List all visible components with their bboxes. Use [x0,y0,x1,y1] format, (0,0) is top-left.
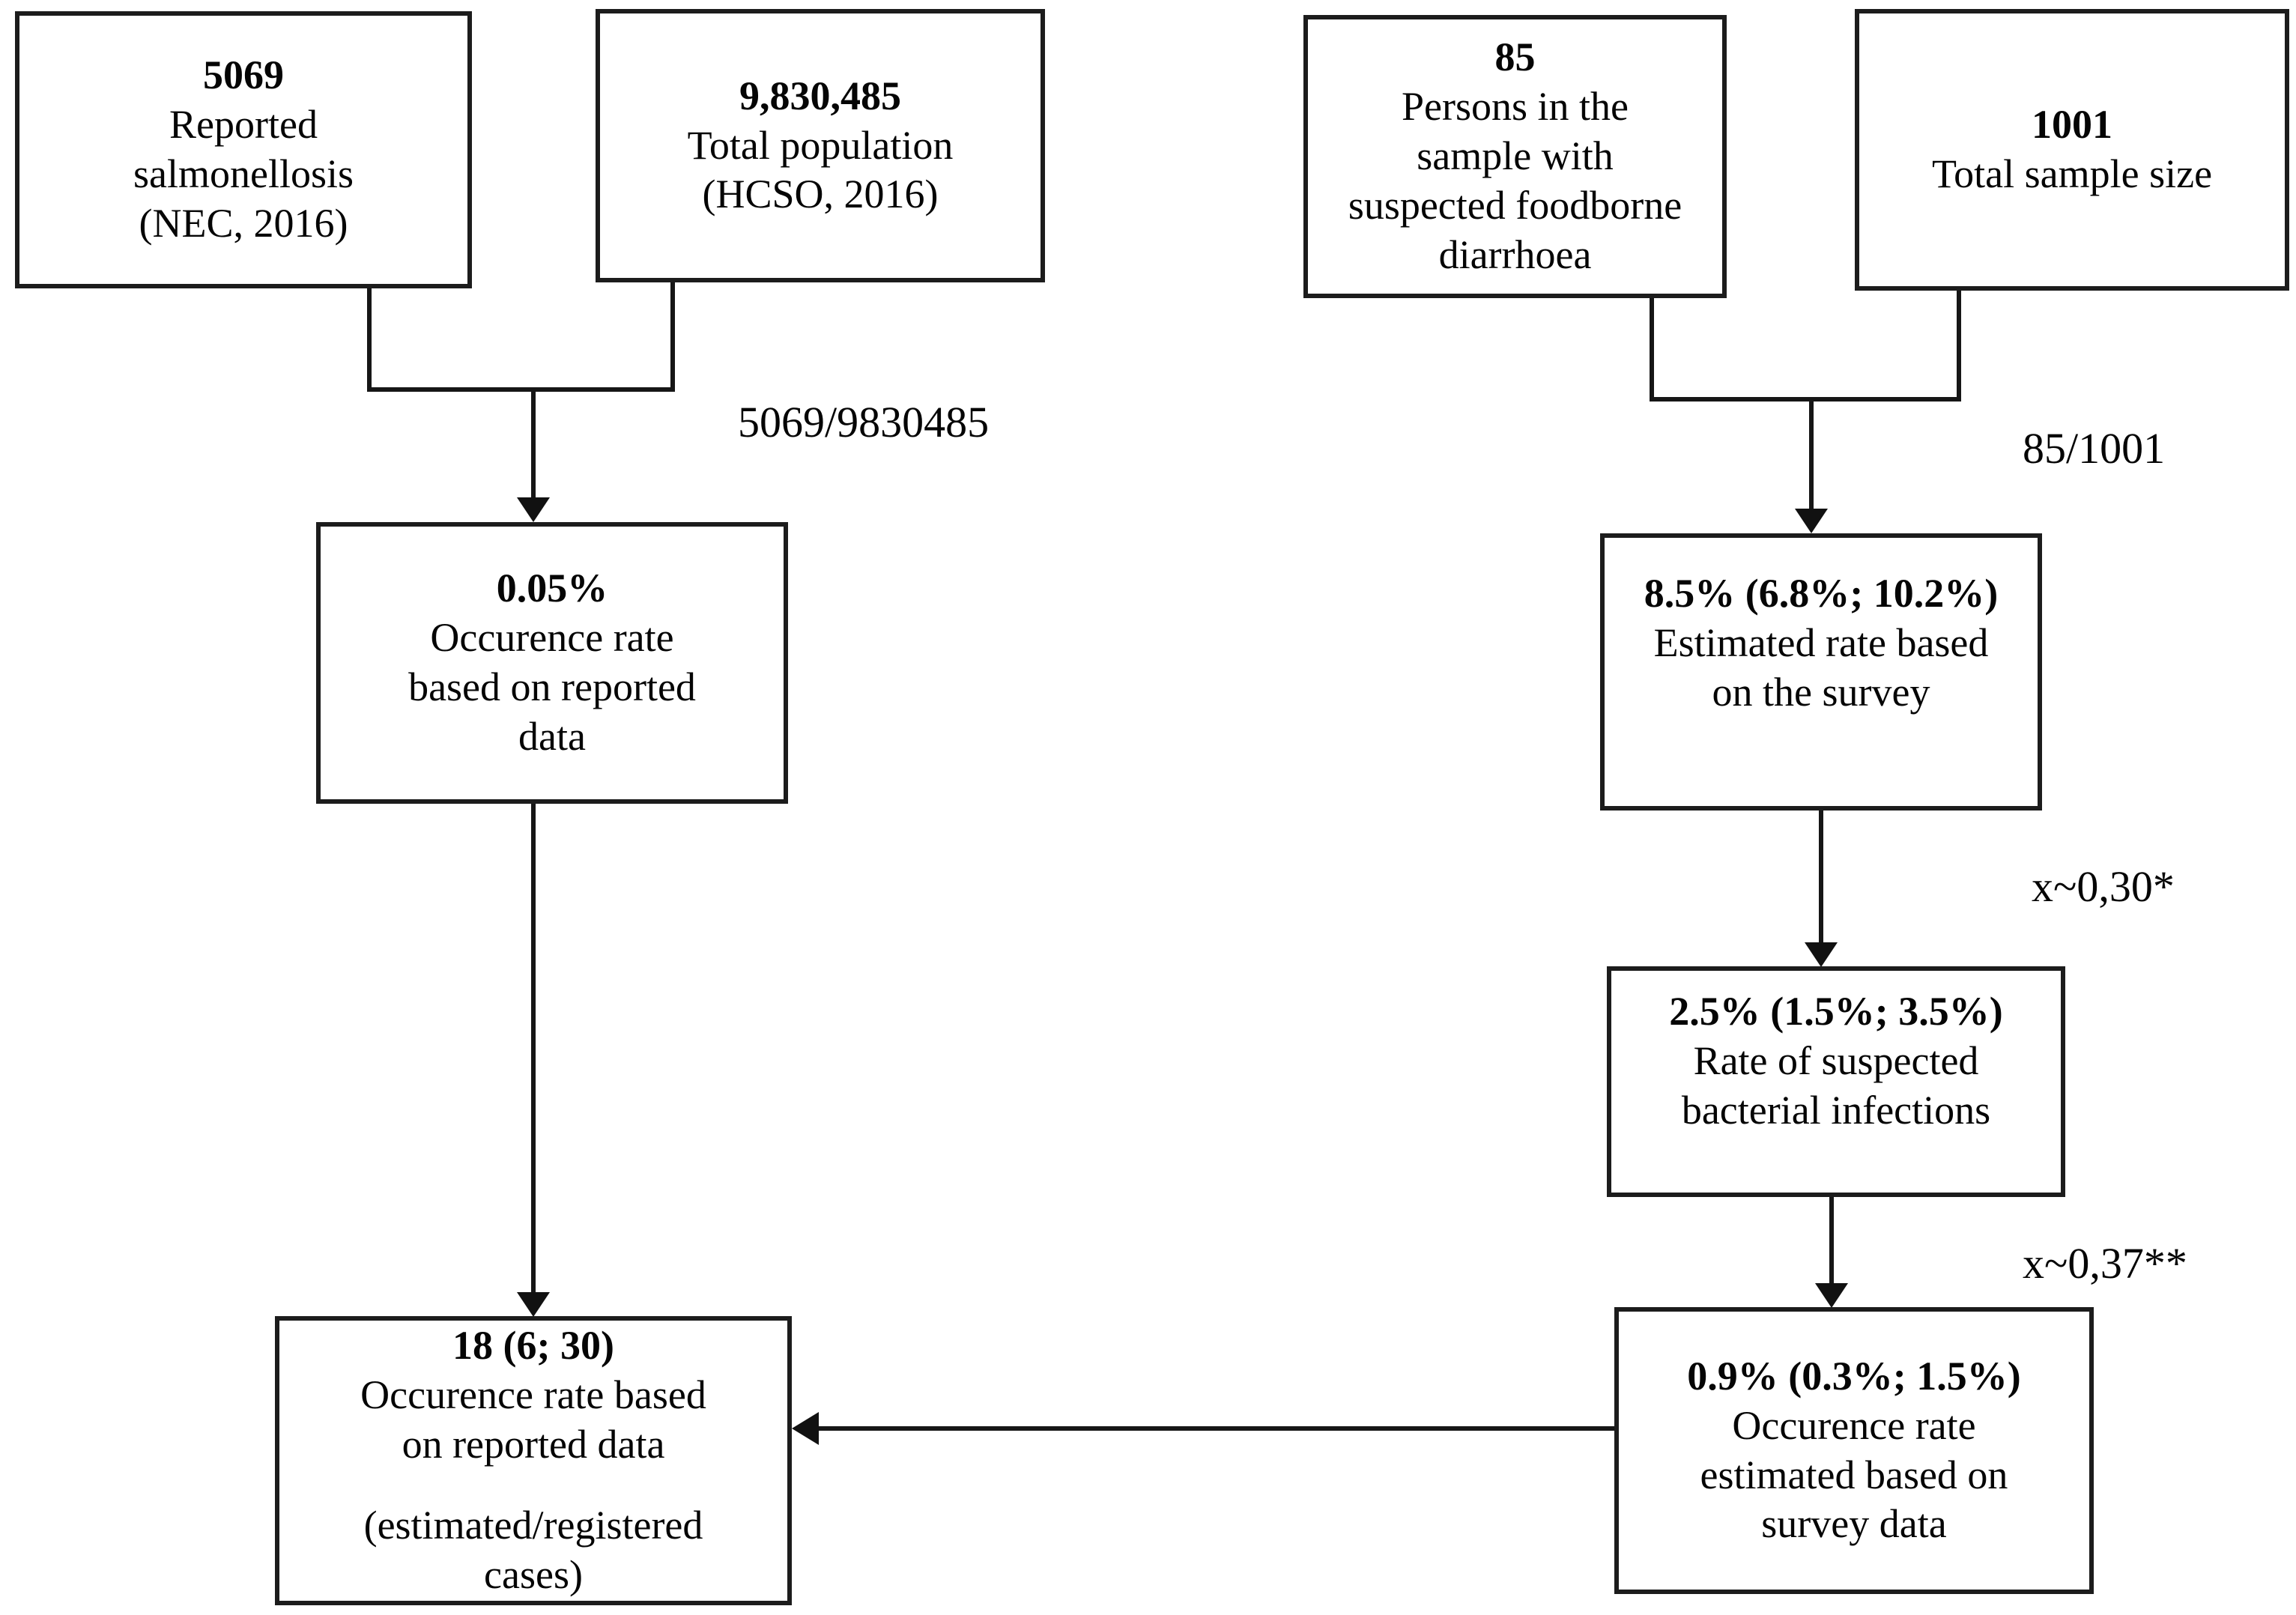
box-text: 2.5% (1.5%; 3.5%) Rate of suspected bact… [1611,987,2061,1136]
arrow-survey-to-final-stem [817,1426,1614,1431]
box-value: 18 (6; 30) [452,1323,614,1369]
connector-sample-down [1650,298,1654,399]
connector-reported-down [367,288,372,390]
box-line: on the survey [1712,669,1930,715]
arrow-bacterial-to-occurrence-stem [1829,1197,1834,1285]
box-line: (HCSO, 2016) [702,172,939,217]
arrow-reported-to-final-stem [531,804,536,1294]
box-text: 85 Persons in the sample with suspected … [1308,33,1722,279]
arrow-down-icon [1805,942,1838,967]
box-value: 5069 [203,52,284,98]
box-value: 1001 [2032,102,2112,148]
box-value: 0.9% (0.3%; 1.5%) [1687,1353,2021,1399]
box-sample-suspected-diarrhoea: 85 Persons in the sample with suspected … [1303,15,1727,298]
box-line: Occurence rate [1732,1402,1976,1448]
box-line: sample with [1417,133,1614,179]
connector-right-join [1650,397,1961,402]
edge-label-multiplier-occurrence: x~0,37** [2023,1239,2187,1288]
connector-population-down [670,282,675,390]
arrow-down-icon [1795,509,1828,533]
box-line: Total sample size [1931,151,2213,196]
box-line-gap [279,1470,787,1501]
box-line: bacterial infections [1681,1087,1991,1133]
box-line: Persons in the [1402,84,1629,130]
connector-samplesize-down [1957,291,1961,399]
box-line: (NEC, 2016) [139,200,348,246]
box-text: 5069 Reported salmonellosis (NEC, 2016) [19,51,467,249]
box-value: 85 [1494,34,1536,80]
box-line: cases) [484,1551,583,1597]
box-line: (estimated/registered [363,1502,703,1548]
box-line: salmonellosis [133,151,354,196]
box-total-sample-size: 1001 Total sample size [1855,9,2289,291]
box-line: Reported [169,102,318,148]
box-line: Occurence rate based [360,1372,706,1418]
box-text: 0.9% (0.3%; 1.5%) Occurence rate estimat… [1619,1352,2089,1550]
box-line: Occurence rate [430,615,674,661]
edge-label-ratio-reported: 5069/9830485 [738,398,990,446]
box-text: 8.5% (6.8%; 10.2%) Estimated rate based … [1605,569,2038,718]
box-line: Total population [687,122,954,168]
box-line: diarrhoea [1438,231,1592,277]
edge-label-multiplier-bacterial: x~0,30* [2032,862,2175,911]
box-estimated-rate-survey: 8.5% (6.8%; 10.2%) Estimated rate based … [1600,533,2042,810]
box-occurrence-rate-survey: 0.9% (0.3%; 1.5%) Occurence rate estimat… [1614,1307,2094,1594]
box-line: Rate of suspected [1693,1037,1979,1083]
box-line: based on reported [408,664,696,709]
box-line: on reported data [402,1422,665,1467]
arrow-down-icon [517,1292,550,1317]
arrow-down-icon [1815,1283,1848,1308]
arrow-down-icon [517,497,550,522]
box-occurrence-rate-final: 18 (6; 30) Occurence rate based on repor… [275,1316,792,1605]
box-value: 0.05% [496,566,608,611]
edge-label-ratio-survey: 85/1001 [2023,424,2166,473]
box-text: 0.05% Occurence rate based on reported d… [321,564,784,762]
box-line: survey data [1761,1501,1947,1547]
arrow-left-icon [792,1412,819,1445]
arrow-survey-to-bacterial-stem [1819,810,1823,944]
box-rate-suspected-bacterial: 2.5% (1.5%; 3.5%) Rate of suspected bact… [1607,966,2065,1197]
box-line: suspected foodborne [1348,182,1682,228]
box-occurrence-rate-reported: 0.05% Occurence rate based on reported d… [316,522,788,804]
box-value: 9,830,485 [739,73,901,118]
box-text: 18 (6; 30) Occurence rate based on repor… [279,1321,787,1599]
box-value: 8.5% (6.8%; 10.2%) [1644,571,1999,616]
box-reported-salmonellosis: 5069 Reported salmonellosis (NEC, 2016) [15,11,472,288]
box-line: estimated based on [1700,1452,2008,1497]
arrow-left-merge-stem [531,390,536,498]
box-line: data [518,713,586,759]
box-text: 9,830,485 Total population (HCSO, 2016) [600,72,1041,220]
box-total-population: 9,830,485 Total population (HCSO, 2016) [596,9,1045,282]
connector-left-join [367,387,675,392]
box-text: 1001 Total sample size [1859,100,2285,199]
box-value: 2.5% (1.5%; 3.5%) [1669,989,2003,1034]
box-line: Estimated rate based [1653,619,1989,665]
arrow-right-merge-stem [1809,399,1814,509]
